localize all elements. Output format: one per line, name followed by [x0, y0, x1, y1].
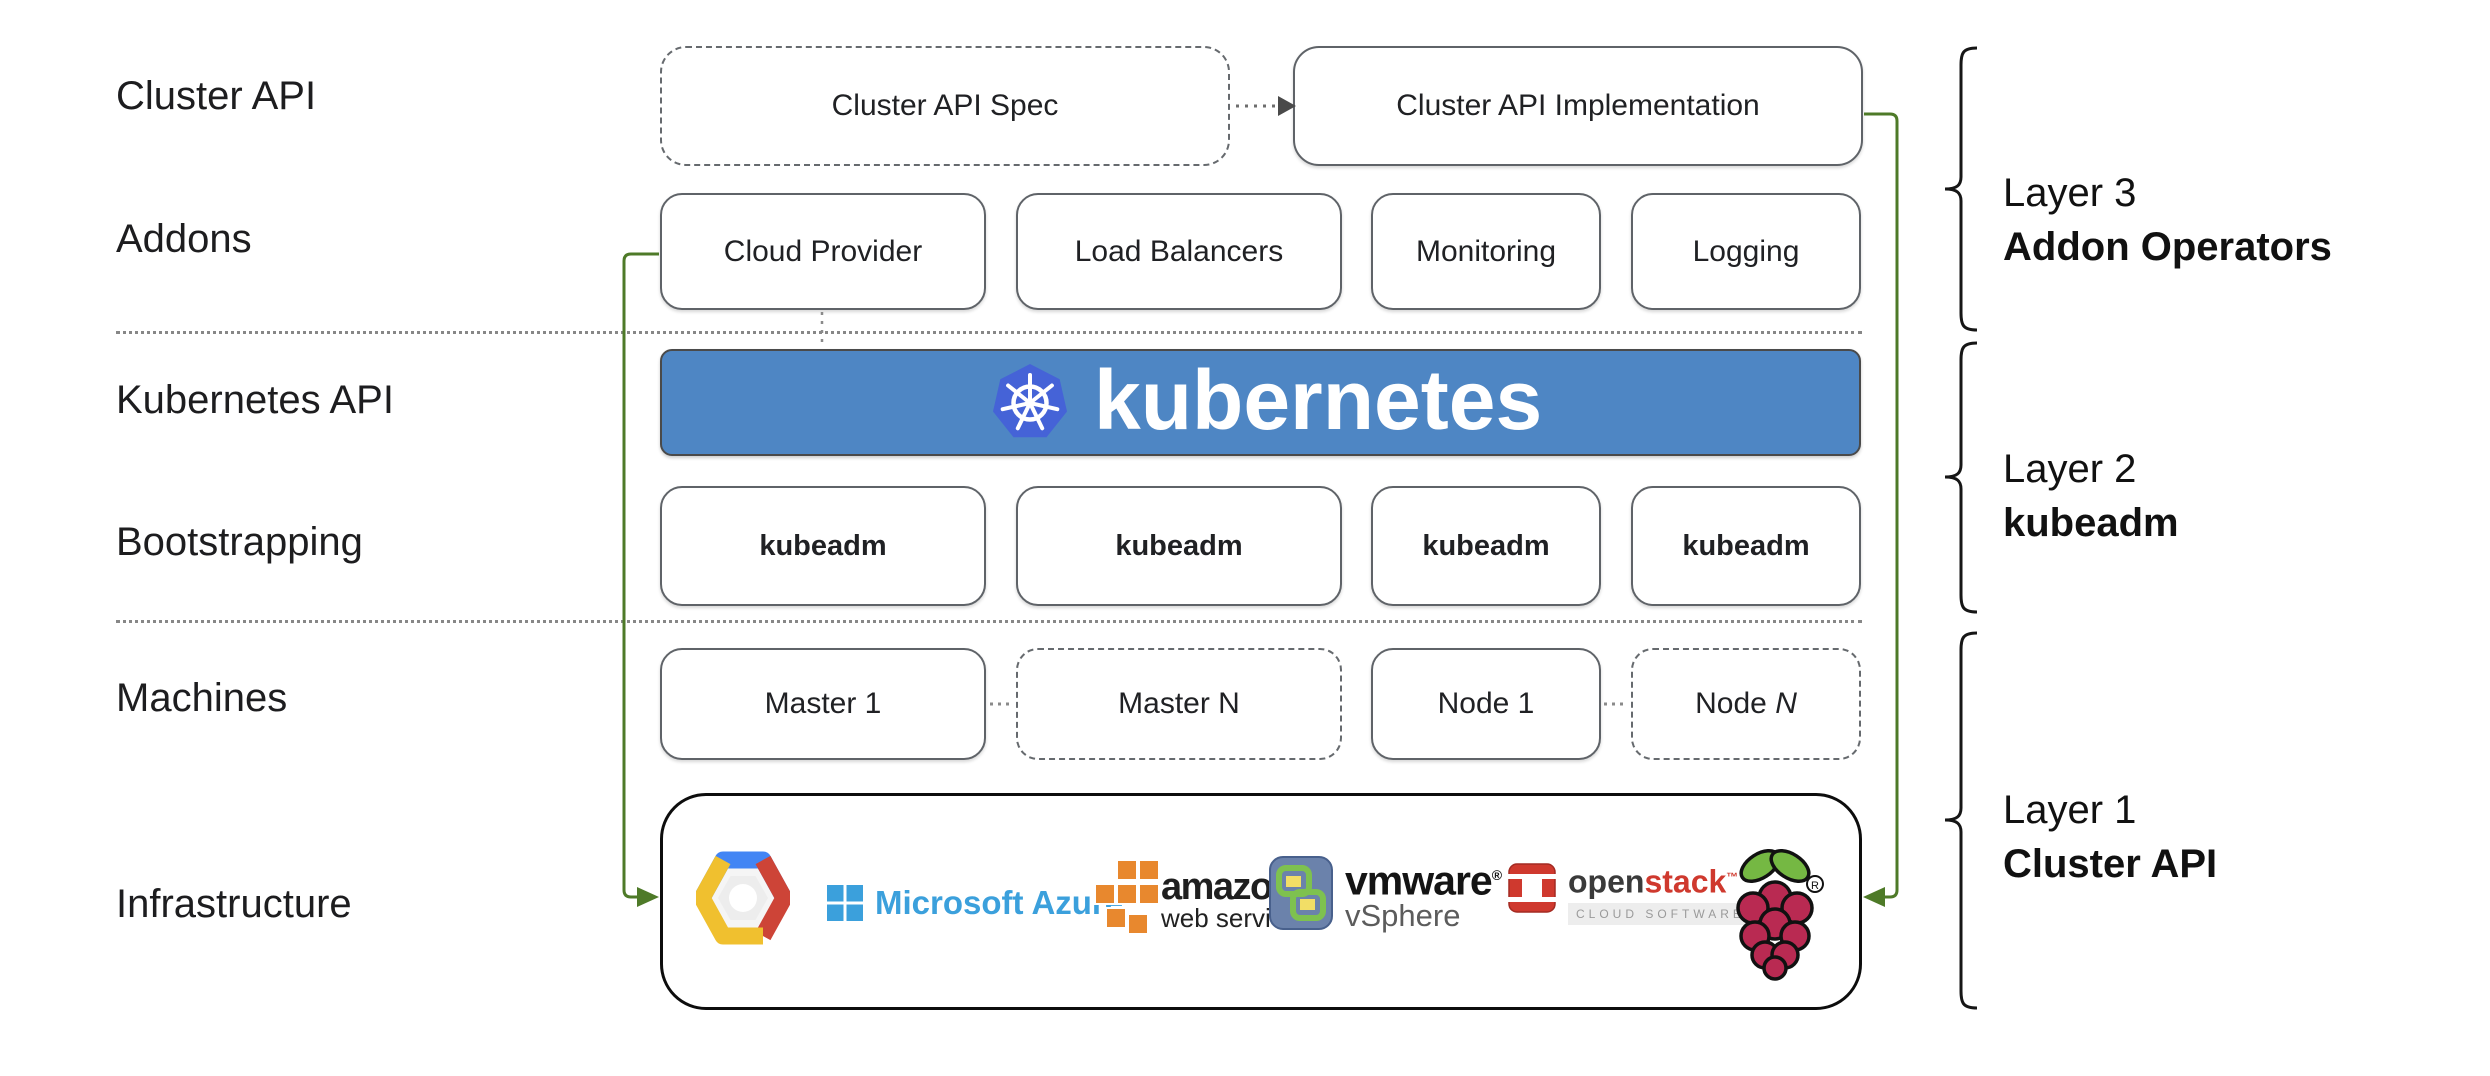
- addon-box-cloud-provider: Cloud Provider: [660, 193, 986, 310]
- row-label-kubernetes-api: Kubernetes API: [116, 378, 394, 422]
- svg-text:R: R: [1811, 880, 1819, 892]
- layer-1-subtitle: Cluster API: [2003, 842, 2218, 886]
- google-cloud-logo-icon: [693, 851, 793, 950]
- machine-label-master-n: Master N: [1118, 687, 1240, 720]
- row-label-bootstrapping: Bootstrapping: [116, 520, 363, 564]
- layer-3-title: Layer 3: [2003, 171, 2137, 215]
- kubeadm-box-1: kubeadm: [660, 486, 986, 606]
- layer-3-subtitle: Addon Operators: [2003, 225, 2332, 269]
- addon-label-monitoring: Monitoring: [1415, 234, 1557, 268]
- openstack-cloud-software-label: CLOUD SOFTWARE: [1568, 902, 1753, 925]
- addon-box-load-balancers: Load Balancers: [1016, 193, 1342, 310]
- green-line-implementation-to-infrastructure: [1864, 112, 1899, 899]
- cluster-api-implementation-label: Cluster API Implementation: [1396, 89, 1760, 122]
- layer-2-subtitle: kubeadm: [2003, 501, 2179, 545]
- separator-bottom: [116, 620, 1862, 623]
- openstack-logo: openstack™ CLOUD SOFTWARE: [1508, 862, 1753, 925]
- machine-box-master-1: Master 1: [660, 648, 986, 760]
- addon-label-cloud-provider: Cloud Provider: [723, 234, 923, 268]
- row-label-infrastructure: Infrastructure: [116, 882, 352, 926]
- microsoft-azure-logo: Microsoft Azure: [827, 884, 1123, 922]
- kubeadm-label-1: kubeadm: [759, 529, 887, 562]
- layer-2-label: Layer 2 kubeadm: [2003, 442, 2179, 550]
- brace-layer-1-icon: [1944, 631, 1978, 1010]
- row-label-addons: Addons: [116, 217, 252, 261]
- openstack-stack-label: stack: [1644, 863, 1727, 900]
- kubernetes-wheel-icon: [993, 363, 1067, 437]
- kubeadm-box-2: kubeadm: [1016, 486, 1342, 606]
- vmware-vsphere-logo: vmware® vSphere: [1269, 856, 1502, 933]
- machine-box-node-1: Node 1: [1371, 648, 1601, 760]
- vmware-label: vmware: [1345, 857, 1493, 904]
- separator-top: [116, 331, 1862, 334]
- microsoft-azure-flag-icon: [827, 885, 863, 921]
- kubeadm-box-4: kubeadm: [1631, 486, 1861, 606]
- layer-1-label: Layer 1 Cluster API: [2003, 783, 2217, 891]
- kubeadm-label-2: kubeadm: [1115, 529, 1243, 562]
- green-arrowhead-left-icon: [637, 887, 659, 907]
- openstack-open-label: open: [1568, 863, 1645, 900]
- layer-1-title: Layer 1: [2003, 788, 2137, 832]
- kubernetes-banner: kubernetes: [660, 349, 1861, 456]
- machine-label-node-1: Node 1: [1437, 687, 1535, 720]
- kubeadm-box-3: kubeadm: [1371, 486, 1601, 606]
- addon-label-load-balancers: Load Balancers: [1074, 234, 1284, 268]
- openstack-icon: [1508, 863, 1558, 913]
- aws-cubes-icon: [1094, 859, 1160, 935]
- row-label-cluster-api: Cluster API: [116, 74, 317, 118]
- cluster-api-spec-box: Cluster API Spec: [660, 46, 1230, 166]
- kubernetes-wordmark: kubernetes: [1094, 352, 1543, 447]
- layer-3-label: Layer 3 Addon Operators: [2003, 166, 2332, 274]
- kubeadm-label-3: kubeadm: [1422, 529, 1550, 562]
- vmware-icon: [1269, 856, 1333, 930]
- machine-label-node-n: Node: [1695, 687, 1776, 720]
- machine-label-master-1: Master 1: [764, 687, 882, 720]
- green-arrowhead-right-icon: [1863, 887, 1885, 907]
- cluster-api-implementation-box: Cluster API Implementation: [1293, 46, 1863, 166]
- cluster-api-spec-label: Cluster API Spec: [831, 89, 1059, 122]
- addon-box-monitoring: Monitoring: [1371, 193, 1601, 310]
- raspberry-pi-logo-icon: R: [1731, 842, 1825, 997]
- row-label-machines: Machines: [116, 676, 288, 720]
- addon-label-logging: Logging: [1692, 234, 1800, 268]
- addon-box-logging: Logging: [1631, 193, 1861, 310]
- brace-layer-3-icon: [1944, 46, 1978, 332]
- green-line-cloud-provider-to-infrastructure: [622, 252, 659, 899]
- machine-box-node-n: Node N: [1631, 648, 1861, 760]
- vsphere-label: vSphere: [1345, 897, 1461, 933]
- machine-box-master-n: Master N: [1016, 648, 1342, 760]
- brace-layer-2-icon: [1944, 341, 1978, 614]
- infrastructure-box: Microsoft Azure amazon web services: [660, 793, 1862, 1010]
- kubeadm-label-4: kubeadm: [1682, 529, 1810, 562]
- layer-2-title: Layer 2: [2003, 447, 2137, 491]
- microsoft-azure-label: Microsoft Azure: [875, 884, 1124, 921]
